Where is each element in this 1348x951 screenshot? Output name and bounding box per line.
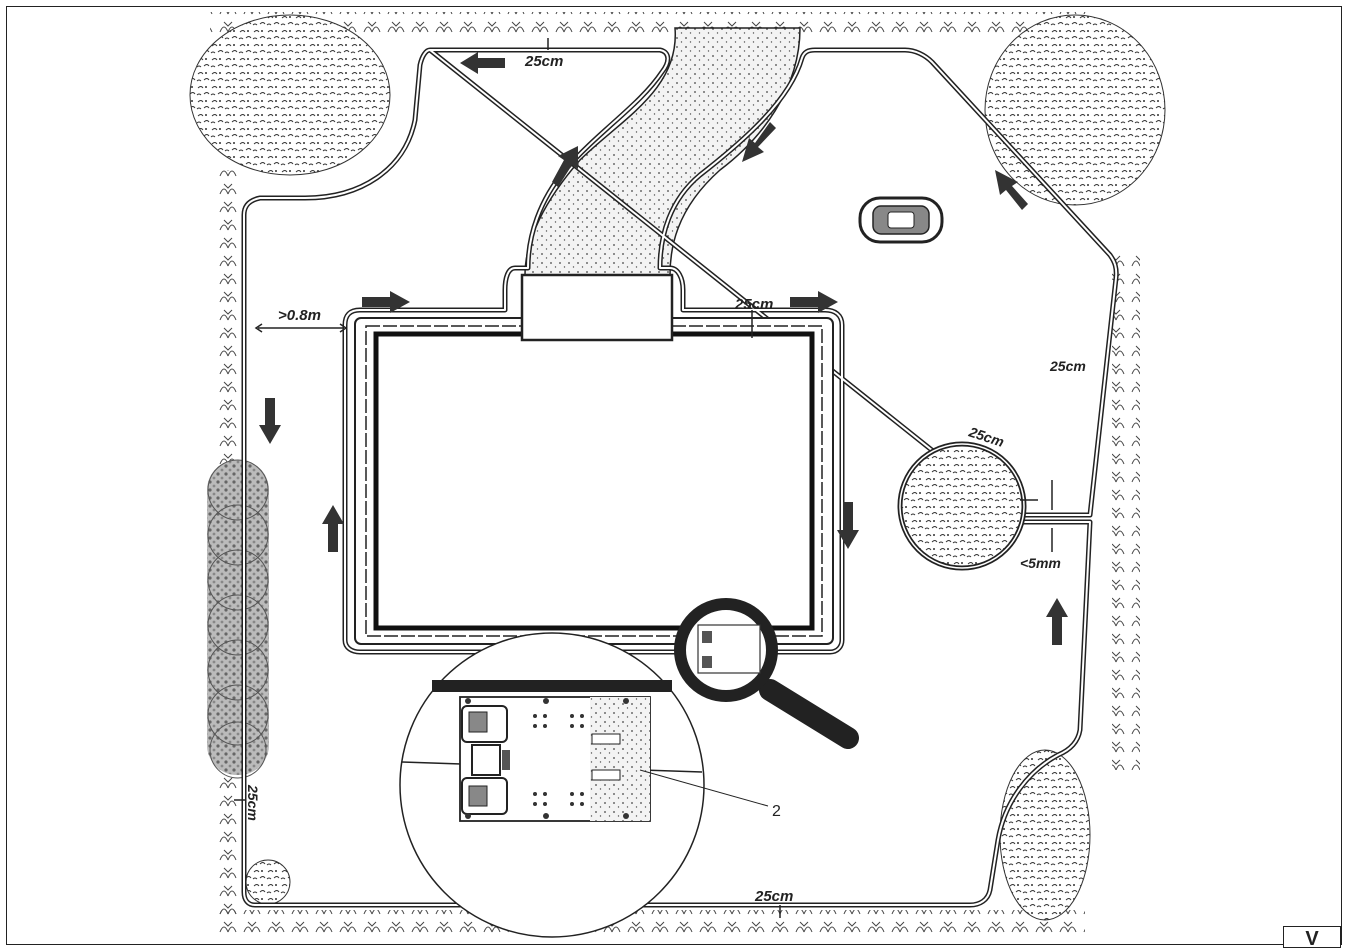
top-distance-label: 25cm <box>524 53 563 70</box>
gap-distance-label: <5mm <box>1020 555 1061 571</box>
direction-arrow-icon <box>837 502 859 549</box>
measurement-lines <box>234 38 1053 918</box>
top-plant-border <box>210 12 1090 36</box>
bottom-distance-label: 25cm <box>754 888 793 905</box>
right-plant-border <box>1112 250 1140 770</box>
direction-arrow-icon <box>790 291 838 313</box>
direction-arrow-icon <box>460 52 505 74</box>
shrub-icon <box>207 460 269 775</box>
tree-icon <box>984 14 1166 206</box>
tree-icon <box>189 14 391 176</box>
pool-distance-label: 25cm <box>734 296 773 313</box>
direction-arrow-icon <box>552 146 578 187</box>
direction-arrows <box>259 52 1068 645</box>
direction-arrow-icon <box>995 170 1028 210</box>
direction-arrow-icon <box>322 505 344 552</box>
edge-distance-label: >0.8m <box>278 307 321 324</box>
left-distance-label: 25cm <box>245 784 261 821</box>
magnifier-icon <box>674 598 859 749</box>
hedge <box>207 459 269 779</box>
pool <box>354 273 834 645</box>
shrub-icon <box>999 749 1091 921</box>
direction-arrow-icon <box>362 291 410 313</box>
direction-arrow-icon <box>1046 598 1068 645</box>
pool-extension <box>520 273 674 342</box>
callout-leader <box>639 769 769 807</box>
robot-mower-icon <box>858 196 944 244</box>
right-distance-label: 25cm <box>1049 358 1086 374</box>
plant-border <box>210 12 1140 938</box>
detail-view <box>399 632 769 938</box>
callout-number: 2 <box>772 803 781 820</box>
trees <box>189 14 1166 921</box>
charging-station-icon <box>459 696 651 822</box>
shrub-icon <box>245 859 291 905</box>
figure-tag: V <box>1283 926 1341 950</box>
bottom-plant-border <box>215 910 1085 938</box>
figure-frame <box>6 6 1342 945</box>
direction-arrow-icon <box>259 398 281 444</box>
direction-arrow-icon <box>742 122 776 162</box>
